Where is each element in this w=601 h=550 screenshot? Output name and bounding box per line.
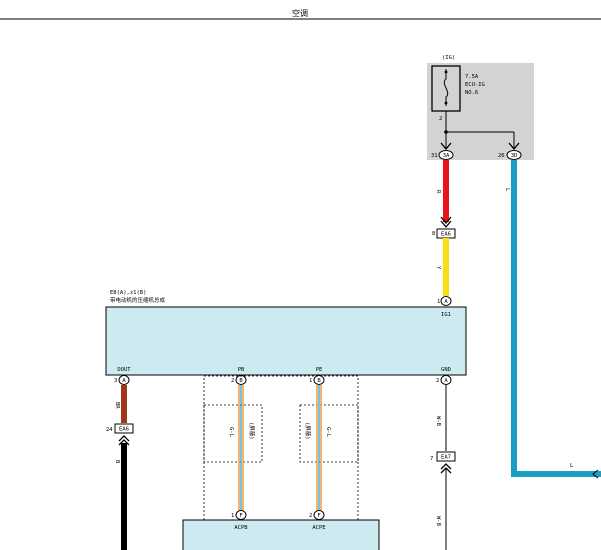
shielded-cable: G-L (屏蔽) (屏蔽) G-L	[203, 375, 359, 521]
shield-left-note: (屏蔽)	[248, 422, 256, 440]
fuse-name: ECU-IG	[465, 82, 485, 88]
ea6-left-box	[114, 423, 134, 434]
fuse-box-arrow-left	[440, 142, 452, 151]
pin-pb-name: PB	[238, 367, 245, 373]
pin-gnd-num: 2	[436, 378, 439, 384]
bottom-unit-box	[182, 519, 380, 550]
fuse-terminal-top	[444, 70, 448, 74]
pin-pe-name: PE	[316, 367, 323, 373]
compressor-codes: E8(A),z1(B)	[110, 290, 146, 296]
pin-gnd-name: GND	[441, 367, 451, 373]
pin-acpb-oval	[235, 510, 247, 520]
pin-pb-num: 2	[231, 378, 234, 384]
pin-gnd-oval	[440, 375, 452, 385]
fuse-number: NO.6	[465, 90, 478, 96]
pin-dout-num: 3	[114, 378, 117, 384]
fuse-box-header: (IG)	[442, 55, 455, 61]
ea6-top-pin: 8	[432, 231, 435, 237]
shield-left-dashed	[203, 404, 263, 463]
pin-pe-num: 1	[309, 378, 312, 384]
conn-left-oval	[438, 150, 454, 160]
shield-right-note: (屏蔽)	[304, 422, 312, 440]
fuse-pin: 2	[439, 116, 442, 122]
ea7-arrow-icon	[440, 463, 452, 474]
wire-gnd-bottom-label: W-B	[435, 516, 441, 527]
ea7-label: EA7	[441, 455, 451, 461]
pin-dout-code: A	[122, 378, 126, 384]
page-title: 空调	[292, 8, 308, 18]
conn-right-oval	[506, 150, 522, 160]
wire-black-label: B	[114, 460, 120, 464]
pin-gnd-code: A	[444, 378, 448, 384]
conn-left-pin: 31	[431, 153, 438, 159]
wire-yellow-label: Y	[435, 266, 441, 270]
pin-acpe-num: 2	[309, 513, 312, 519]
ea6-left-label: EA6	[119, 427, 129, 433]
pin-pe-code: B	[317, 378, 321, 384]
fuse-rating: 7.5A	[465, 74, 479, 80]
wire-red-label: R	[435, 190, 441, 194]
pin-pb-oval	[235, 375, 247, 385]
wire-brown-label: BR	[114, 402, 120, 409]
conn-right-pin: 26	[498, 153, 505, 159]
pin-ig1-name: IG1	[441, 312, 451, 318]
wire-blue-label-horizontal: L	[570, 463, 574, 469]
pin-pe-oval	[313, 375, 325, 385]
bottom-unit: 1 F ACPB 2 F ACPE	[182, 510, 380, 550]
pin-ig1-oval	[440, 296, 452, 306]
fuse-box: (IG) 7.5A ECU-IG NO.6 2 31 3A 26 3D	[427, 55, 534, 160]
pin-dout-name: DOUT	[117, 367, 131, 373]
ea6-left-arrow-icon	[118, 435, 130, 446]
fuse-box-arrow-right	[508, 142, 520, 151]
shield-right-label: G-L	[325, 427, 331, 438]
compressor-name: 带电动机的压缩机总成	[110, 296, 166, 304]
shield-right-dashed	[299, 404, 359, 463]
pin-acpe-oval	[313, 510, 325, 520]
pin-dout-oval	[118, 375, 130, 385]
fuse-icon	[443, 69, 449, 106]
wire-blue	[511, 160, 601, 477]
compressor-box	[105, 306, 467, 376]
wire-blue-label-vertical: L	[504, 188, 510, 192]
shield-outer-dashed	[203, 375, 359, 521]
ea6-left-pin: 24	[106, 427, 113, 433]
fuse-box-junction	[444, 130, 448, 134]
pin-acpb-num: 1	[231, 513, 234, 519]
pin-acpe-name: ACPE	[312, 525, 325, 531]
pin-pb-code: B	[239, 378, 243, 384]
ea6-top-arrow-icon	[440, 216, 452, 229]
shield-left-label: G-L	[228, 427, 234, 438]
pin-acpb-name: ACPB	[234, 525, 248, 531]
conn-right-code: 3D	[511, 153, 518, 159]
ea6-top-label: EA6	[441, 232, 451, 238]
pin-acpb-code: F	[239, 513, 242, 519]
fuse-terminal-bottom	[444, 101, 448, 105]
ea7-box	[436, 451, 456, 462]
conn-left-code: 3A	[443, 153, 450, 159]
pin-ig1-num: 1	[437, 299, 440, 305]
pin-ig1-code: A	[444, 299, 448, 305]
wire-gnd-top-label: W-B	[435, 416, 441, 427]
pin-acpe-code: F	[317, 513, 320, 519]
compressor-assembly: E8(A),z1(B) 带电动机的压缩机总成 1 A IG1 DOUT PB P…	[105, 290, 467, 385]
ea7-pin: 7	[430, 456, 433, 462]
wire-blue-continue-icon	[592, 469, 599, 479]
